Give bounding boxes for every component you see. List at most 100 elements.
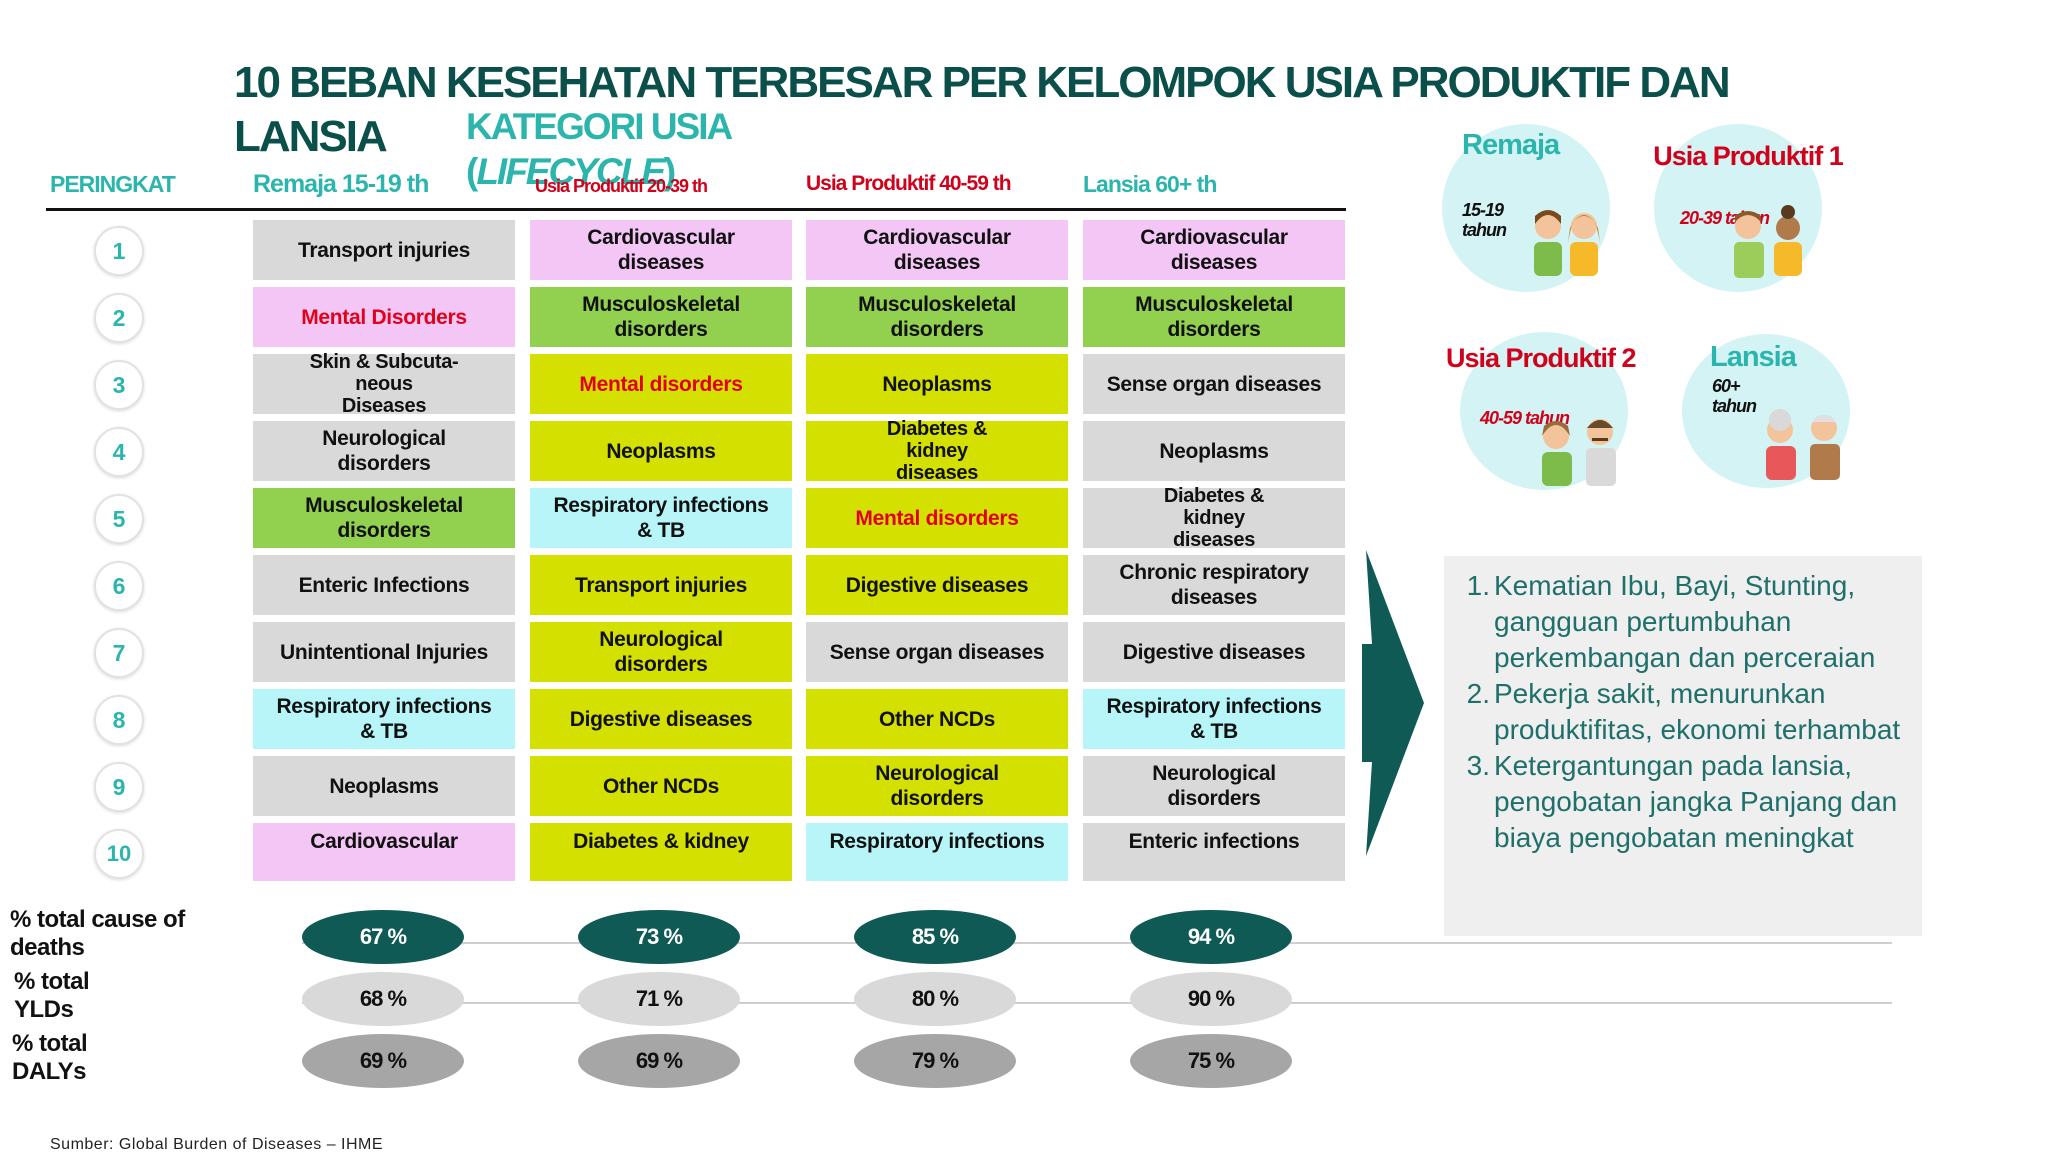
stat-value-oval: 67 %	[302, 910, 464, 964]
header-usia-produktif-20-39: Usia Produktif 20-39 th	[535, 176, 708, 196]
subtitle-close-paren: )	[663, 151, 676, 192]
rank-badge: 4	[94, 427, 144, 477]
disease-cell: Mental disorders	[530, 354, 792, 414]
disease-cell: Other NCDs	[806, 689, 1068, 749]
header-rank: PERINGKAT	[50, 171, 176, 197]
stat-divider	[302, 942, 1892, 944]
stat-label: % total DALYs	[12, 1030, 88, 1085]
disease-cell: Neoplasms	[1083, 421, 1345, 481]
disease-cell: Musculoskeletal disorders	[1083, 287, 1345, 347]
note-item: 3.Ketergantungan pada lansia, pengobatan…	[1444, 748, 1922, 856]
teen-couple-icon	[1534, 210, 1600, 276]
bubble-lansia-title: Lansia	[1710, 341, 1797, 373]
stat-value-oval: 80 %	[854, 972, 1016, 1026]
disease-cell: Musculoskeletal disorders	[530, 287, 792, 347]
disease-cell: Musculoskeletal disorders	[806, 287, 1068, 347]
bubble-remaja-title: Remaja	[1462, 129, 1560, 161]
disease-cell: Transport injuries	[253, 220, 515, 280]
stat-value-oval: 69 %	[578, 1034, 740, 1088]
disease-cell: Sense organ diseases	[1083, 354, 1345, 414]
header-remaja: Remaja 15-19 th	[253, 170, 429, 198]
disease-cell: Neurological disorders	[530, 622, 792, 682]
header-usia-produktif-40-59: Usia Produktif 40-59 th	[806, 172, 1012, 195]
stat-label: % total YLDs	[14, 968, 90, 1023]
bubble-usia-produktif-2-sub: 40-59 tahun	[1480, 408, 1570, 428]
bubble-usia-produktif-2: Usia Produktif 2 40-59 tahun	[1446, 332, 1637, 490]
middle-age-couple-icon	[1542, 419, 1616, 486]
rank-badge: 2	[94, 293, 144, 343]
stat-label: % total cause of deaths	[10, 906, 185, 961]
disease-cell: Other NCDs	[530, 756, 792, 816]
disease-cell: Cardiovascular diseases	[806, 220, 1068, 280]
rank-badge: 9	[94, 762, 144, 812]
disease-cell: Skin & Subcuta- neous Diseases	[253, 351, 515, 417]
stat-value-oval: 94 %	[1130, 910, 1292, 964]
bubble-lansia: Lansia 60+ tahun	[1682, 334, 1850, 488]
disease-cell: Neoplasms	[530, 421, 792, 481]
note-item: 2.Pekerja sakit, menurunkan produktifita…	[1444, 676, 1922, 748]
disease-cell: Enteric infections	[1083, 823, 1345, 881]
right-arrow-icon	[1362, 550, 1424, 856]
subtitle-open-paren: (	[466, 151, 478, 192]
disease-cell: Respiratory infections & TB	[530, 488, 792, 548]
header-divider	[46, 208, 1346, 211]
subtitle-lifecycle: (LIFECYCLE)	[466, 151, 676, 193]
disease-cell: Respiratory infections	[806, 823, 1068, 881]
elderly-couple-icon	[1766, 409, 1840, 480]
disease-cell: Neurological disorders	[253, 421, 515, 481]
note-item: 1.Kematian Ibu, Bayi, Stunting, gangguan…	[1444, 568, 1922, 676]
notes-list: 1.Kematian Ibu, Bayi, Stunting, gangguan…	[1444, 556, 1922, 856]
page-title-line2: LANSIA	[234, 112, 388, 161]
disease-cell: Chronic respiratory diseases	[1083, 555, 1345, 615]
rank-badge: 1	[94, 226, 144, 276]
stat-value-oval: 79 %	[854, 1034, 1016, 1088]
disease-cell: Diabetes & kidney diseases	[1083, 485, 1345, 551]
note-text: Kematian Ibu, Bayi, Stunting, gangguan p…	[1494, 570, 1876, 673]
adult-couple-icon	[1734, 205, 1802, 278]
note-text: Pekerja sakit, menurunkan produktifitas,…	[1494, 678, 1901, 745]
disease-cell: Mental Disorders	[253, 287, 515, 347]
note-number: 1.	[1466, 570, 1490, 601]
disease-cell: Diabetes & kidney diseases	[806, 418, 1068, 484]
disease-cell: Digestive diseases	[806, 555, 1068, 615]
stat-value-oval: 69 %	[302, 1034, 464, 1088]
page-title: 10 BEBAN KESEHATAN TERBESAR PER KELOMPOK…	[234, 58, 1731, 107]
disease-cell: Sense organ diseases	[806, 622, 1068, 682]
bubble-usia-produktif-2-title: Usia Produktif 2	[1446, 343, 1637, 373]
disease-cell: Mental disorders	[806, 488, 1068, 548]
disease-cell: Neurological disorders	[1083, 756, 1345, 816]
disease-cell: Diabetes & kidney	[530, 823, 792, 881]
bubble-lansia-sub: 60+ tahun	[1712, 376, 1757, 416]
stat-value-oval: 68 %	[302, 972, 464, 1026]
rank-badge: 5	[94, 494, 144, 544]
rank-badge: 8	[94, 695, 144, 745]
stat-value-oval: 85 %	[854, 910, 1016, 964]
disease-cell: Respiratory infections & TB	[1083, 689, 1345, 749]
disease-cell: Neurological disorders	[806, 756, 1068, 816]
disease-cell: Digestive diseases	[1083, 622, 1345, 682]
header-lansia: Lansia 60+ th	[1083, 171, 1217, 197]
note-number: 2.	[1466, 678, 1490, 709]
rank-badge: 10	[94, 829, 144, 879]
subtitle-lifecycle-word: LIFECYCLE	[476, 151, 666, 192]
stat-value-oval: 71 %	[578, 972, 740, 1026]
bubble-usia-produktif-1-title: Usia Produktif 1	[1653, 141, 1844, 171]
rank-badge: 6	[94, 561, 144, 611]
disease-cell: Neoplasms	[806, 354, 1068, 414]
note-text: Ketergantungan pada lansia, pengobatan j…	[1494, 750, 1898, 853]
disease-cell: Cardiovascular	[253, 823, 515, 881]
note-number: 3.	[1466, 750, 1490, 781]
bubble-usia-produktif-1: Usia Produktif 1 20-39 tahun	[1653, 124, 1844, 292]
rank-badge: 3	[94, 360, 144, 410]
disease-cell: Digestive diseases	[530, 689, 792, 749]
rank-badge: 7	[94, 628, 144, 678]
disease-cell: Enteric Infections	[253, 555, 515, 615]
stat-value-oval: 90 %	[1130, 972, 1292, 1026]
stat-divider	[302, 1002, 1892, 1004]
notes-box: 1.Kematian Ibu, Bayi, Stunting, gangguan…	[1444, 556, 1922, 936]
source-note: Sumber: Global Burden of Diseases – IHME	[50, 1136, 384, 1153]
disease-cell: Unintentional Injuries	[253, 622, 515, 682]
bubble-remaja: Remaja 15-19 tahun	[1442, 124, 1610, 292]
disease-cell: Neoplasms	[253, 756, 515, 816]
disease-cell: Musculoskeletal disorders	[253, 488, 515, 548]
